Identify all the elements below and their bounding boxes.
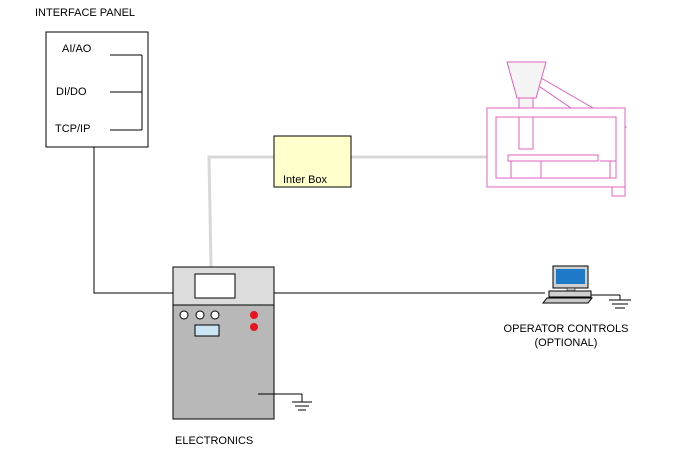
operator-optional-label: (OPTIONAL) <box>534 337 598 349</box>
inter-box <box>273 135 352 188</box>
port-di-do: DI/DO <box>56 86 87 98</box>
interface-panel <box>45 31 149 148</box>
ground-symbol-icon <box>258 393 312 411</box>
operator-controls-label: OPERATOR CONTROLS <box>503 323 629 335</box>
computer-terminal-icon <box>541 265 594 304</box>
cabinet-knob <box>195 310 205 320</box>
electronics-label: ELECTRONICS <box>175 435 254 447</box>
cabinet-knob <box>179 310 189 320</box>
cabinet-screen <box>194 273 236 299</box>
red-indicator <box>250 323 258 331</box>
panel-to-electronics-line <box>93 147 174 294</box>
port-bracket <box>110 54 143 131</box>
inter-box-label: Inter Box <box>283 174 328 186</box>
network-line <box>207 155 487 268</box>
machine-hopper-icon <box>486 61 627 197</box>
cabinet-knob <box>210 310 220 320</box>
cabinet-display <box>194 324 220 337</box>
red-indicator <box>250 311 258 319</box>
interface-panel-title: INTERFACE PANEL <box>35 7 136 19</box>
port-tcp-ip: TCP/IP <box>55 123 91 135</box>
ground-symbol-icon <box>591 294 631 309</box>
port-ai-ao: AI/AO <box>62 43 92 55</box>
electronics-cabinet <box>172 266 275 420</box>
